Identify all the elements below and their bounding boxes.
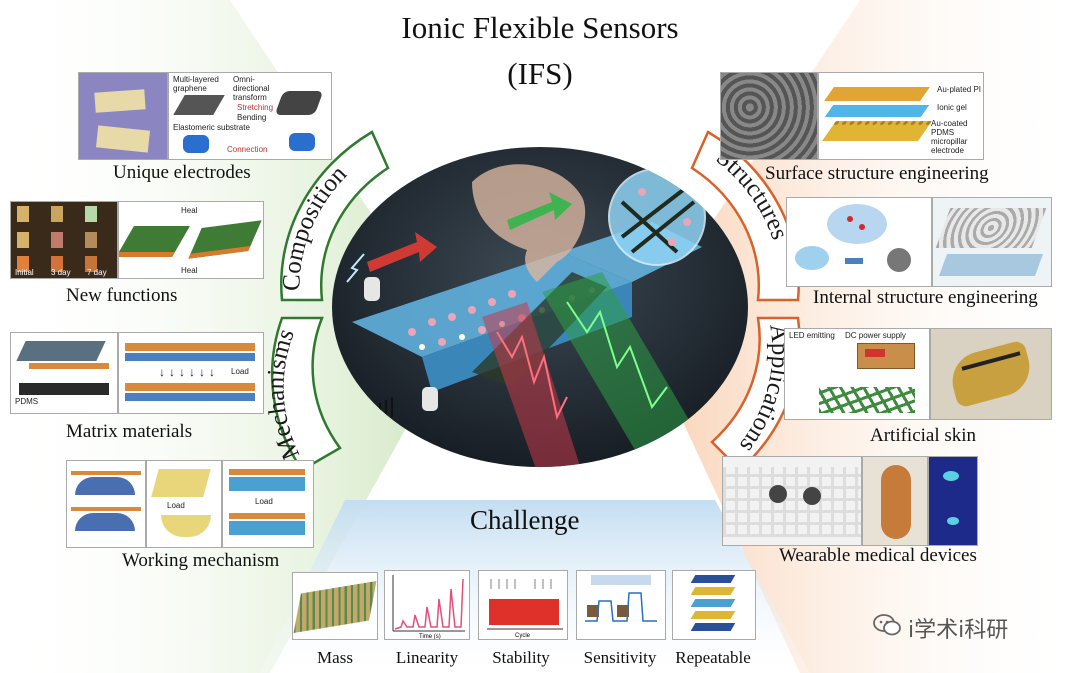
caption-artificial-skin: Artificial skin [870, 425, 977, 446]
load-compression-schematic: ↓↓↓↓↓↓ Load [118, 332, 264, 414]
composition-arc-band [280, 130, 390, 302]
mesh-sensor-photo [722, 456, 862, 546]
center-illustration [332, 147, 748, 467]
green-arrow [507, 192, 572, 230]
challenge-label-repeatable: Repeatable [675, 648, 751, 667]
caption-surface-structure-engineering: Surface structure engineering [765, 163, 989, 184]
graphene-schematic: Multi-layered graphene Omni-directional … [168, 72, 332, 160]
challenge-label-stability: Stability [492, 648, 550, 667]
green-signal-ribbon [542, 272, 702, 462]
challenge-sensitivity-chart [576, 570, 666, 640]
gloved-hands-photo [78, 72, 168, 160]
structures-arc-band [690, 130, 800, 302]
layered-stack-schematic: Load [222, 460, 314, 548]
porous-structure-image [932, 197, 1052, 287]
gold-hand-photo [930, 328, 1052, 420]
insole-photo [862, 456, 928, 546]
led-circuit-schematic: LED emitting DC power supply [784, 328, 930, 420]
challenge-label-linearity: Linearity [395, 648, 459, 667]
micropillar-schematic: Au-plated PI Ionic gel Au-coated PDMS mi… [818, 72, 984, 160]
hand [472, 164, 586, 282]
pdms-layer-schematic: PDMS [10, 332, 118, 414]
caption-unique-electrodes: Unique electrodes [113, 162, 251, 183]
challenge-label-mass: Mass [317, 648, 353, 667]
electrode-bottom [422, 387, 438, 411]
svg-text:Time (s): Time (s) [419, 634, 441, 640]
caption-matrix-materials: Matrix materials [66, 421, 193, 442]
challenge-linearity-chart: Time (s) [384, 570, 470, 640]
svg-text:Cycle: Cycle [515, 633, 531, 639]
dome-mechanism-schematic [66, 460, 146, 548]
title-line-2: (IFS) [507, 56, 573, 91]
pressure-map-image [928, 456, 978, 546]
electrode-top [364, 277, 380, 301]
watermark-text: i学术i科研 [908, 618, 1009, 643]
challenge-title: Challenge [470, 505, 580, 535]
yellow-block-schematic: Load [146, 460, 222, 548]
wechat-icon [872, 612, 902, 638]
caption-working-mechanism: Working mechanism [122, 550, 280, 571]
challenge-label-sensitivity: Sensitivity [583, 648, 657, 667]
caption-new-functions: New functions [66, 285, 178, 306]
self-healing-schematic: Heal Heal [118, 201, 264, 279]
mechanisms-arc-band [270, 316, 342, 472]
sem-surface-image [720, 72, 818, 160]
challenge-stability-chart: Cycle [478, 570, 568, 640]
molecular-structure-schematic [786, 197, 932, 287]
caption-wearable-medical-devices: Wearable medical devices [779, 545, 977, 566]
healing-grid-photo: Initial 3 day 7 day [10, 201, 118, 279]
challenge-repeatable-image [672, 570, 756, 640]
challenge-mass-image [292, 572, 378, 640]
red-arrow [367, 232, 437, 272]
caption-internal-structure-engineering: Internal structure engineering [813, 287, 1038, 308]
title-line-1: Ionic Flexible Sensors [401, 10, 679, 45]
red-signal-ribbon [482, 302, 582, 467]
